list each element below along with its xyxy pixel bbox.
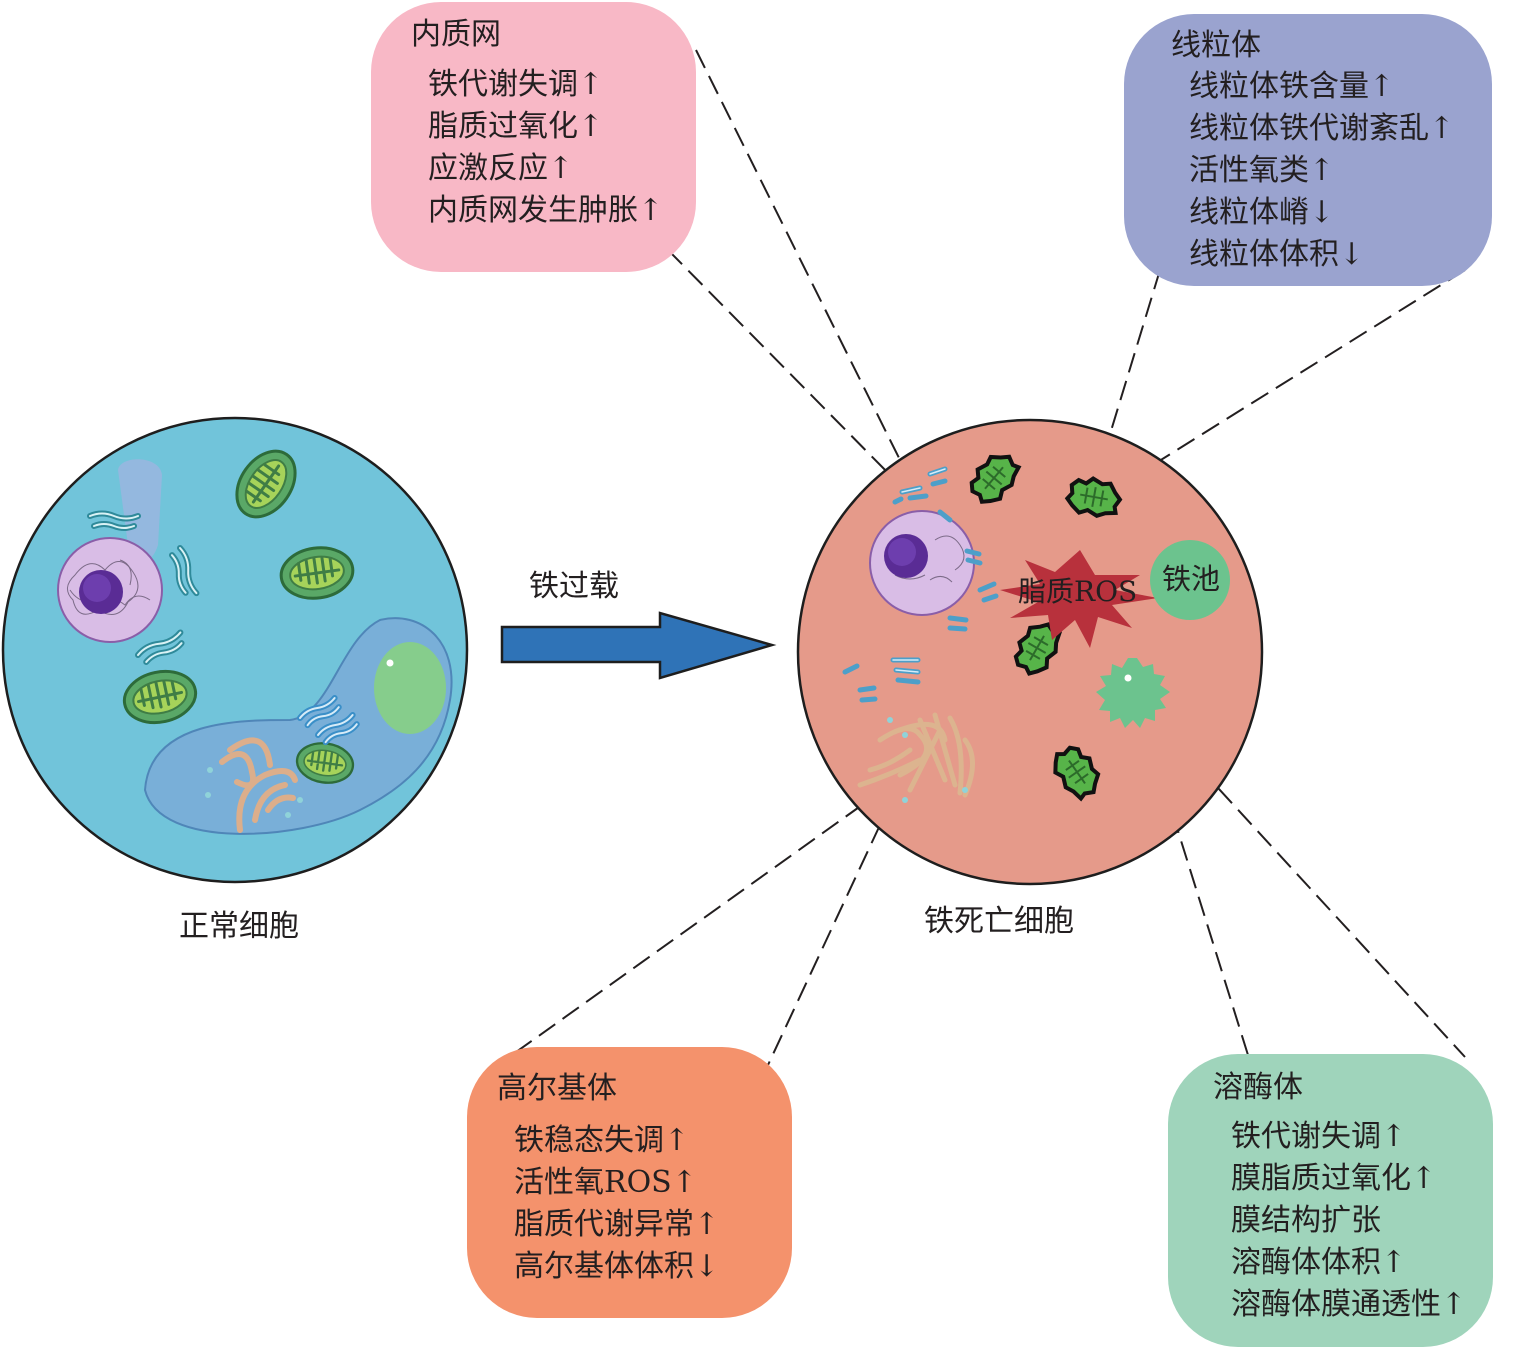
- lysosome-item-list: 铁代谢失调↑ 膜脂质过氧化↑ 膜结构扩张 溶酶体体积↑ 溶酶体膜通透性↑: [1231, 1116, 1466, 1326]
- lysosome-item: 溶酶体体积↑: [1231, 1245, 1407, 1280]
- lysosome-item: 铁代谢失调↑: [1231, 1119, 1407, 1154]
- golgi-connector-line: [511, 804, 863, 1056]
- mitochondria-item: 线粒体铁含量↑: [1189, 69, 1395, 104]
- golgi-apparatus: [219, 737, 298, 833]
- lipid-ros-burst: [1000, 550, 1158, 648]
- golgi-item: 高尔基体体积↓: [514, 1249, 720, 1284]
- mitochondria-item: 线粒体铁代谢紊乱↑: [1189, 111, 1455, 146]
- mitochondria-item: 活性氧类↑: [1189, 153, 1335, 188]
- normal-cell: [1, 416, 469, 884]
- vesicle-dots: [887, 717, 968, 803]
- er-info-box: 内质网 铁代谢失调↑ 脂质过氧化↑ 应激反应↑ 内质网发生肿胀↑: [371, 2, 696, 272]
- lysosome-item: 膜脂质过氧化↑: [1231, 1161, 1437, 1196]
- ferroptotic-cell-label: 铁死亡细胞: [924, 904, 1074, 939]
- mitochondria-item-list: 线粒体铁含量↑ 线粒体铁代谢紊乱↑ 活性氧类↑ 线粒体嵴↓ 线粒体体积↓: [1189, 66, 1454, 276]
- er-item: 内质网发生肿胀↑: [428, 193, 664, 228]
- er-box-title: 内质网: [411, 17, 501, 52]
- er-connector-line: [695, 49, 906, 471]
- normal-cell-label: 正常细胞: [179, 909, 299, 944]
- lysosome-box-title: 溶酶体: [1213, 1070, 1303, 1105]
- mitochondria-item: 线粒体嵴↓: [1189, 195, 1335, 230]
- iron-pool-label: 铁池: [1162, 562, 1221, 596]
- ferroptotic-cell: [796, 418, 1264, 886]
- iron-pool: [1150, 540, 1230, 620]
- golgi-info-box: 高尔基体 铁稳态失调↑ 活性氧ROS↑ 脂质代谢异常↑ 高尔基体体积↓: [467, 1047, 792, 1318]
- golgi-item-list: 铁稳态失调↑ 活性氧ROS↑ 脂质代谢异常↑ 高尔基体体积↓: [514, 1120, 719, 1288]
- lyso-connector-line: [1139, 702, 1466, 1058]
- golgi-item: 脂质代谢异常↑: [514, 1207, 720, 1242]
- mitochondria-item: 线粒体体积↓: [1189, 237, 1365, 272]
- cytoplasm-region: [143, 617, 453, 835]
- er-item-list: 铁代谢失调↑ 脂质过氧化↑ 应激反应↑ 内质网发生肿胀↑: [428, 64, 663, 232]
- golgi-connector-line: [767, 824, 881, 1066]
- er-lumen-shape: [118, 459, 162, 564]
- nucleus: [869, 510, 975, 616]
- vesicle-dots: [205, 767, 303, 818]
- lysosome-item: 溶酶体膜通透性↑: [1231, 1287, 1467, 1322]
- lysosome-damaged: [1096, 658, 1170, 728]
- er-fragments-highlight: [892, 468, 946, 673]
- golgi-item: 铁稳态失调↑: [514, 1123, 690, 1158]
- lipid-ros-label: 脂质ROS: [1018, 575, 1138, 608]
- nucleus: [57, 537, 163, 643]
- er-item: 铁代谢失调↑: [428, 67, 604, 102]
- lysosome-normal: [374, 642, 446, 734]
- lysosome-item: 膜结构扩张: [1231, 1203, 1381, 1238]
- golgi-box-title: 高尔基体: [497, 1071, 617, 1106]
- er-connector-line: [667, 249, 896, 481]
- lysosome-info-box: 溶酶体 铁代谢失调↑ 膜脂质过氧化↑ 膜结构扩张 溶酶体体积↑ 溶酶体膜通透性↑: [1168, 1054, 1493, 1347]
- er-item: 脂质过氧化↑: [428, 109, 604, 144]
- arrow-label: 铁过载: [529, 569, 619, 604]
- mitochondria-info-box: 线粒体 线粒体铁含量↑ 线粒体铁代谢紊乱↑ 活性氧类↑ 线粒体嵴↓ 线粒体体积↓: [1124, 14, 1492, 286]
- golgi-item: 活性氧ROS↑: [514, 1165, 697, 1200]
- mitochondria-box-title: 线粒体: [1171, 28, 1261, 63]
- er-item: 应激反应↑: [428, 151, 574, 186]
- golgi-apparatus: [857, 712, 975, 798]
- iron-overload-arrow: [500, 611, 777, 680]
